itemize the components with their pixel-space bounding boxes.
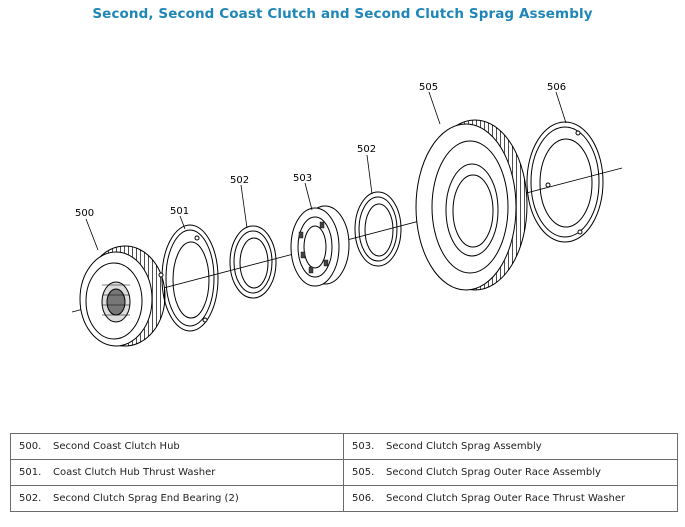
leader-lines [85, 91, 567, 251]
part-502-end-bearing-left [229, 225, 277, 299]
part-506-outer-race-thrust-washer [526, 121, 604, 243]
legend-label: Second Clutch Sprag End Bearing (2) [53, 493, 239, 504]
legend-number: 502. [19, 493, 42, 504]
legend-number: 506. [352, 493, 375, 504]
legend-label: Second Clutch Sprag Outer Race Assembly [386, 467, 601, 478]
legend-cell: 505. Second Clutch Sprag Outer Race Assem… [343, 459, 678, 486]
legend-cell: 506. Second Clutch Sprag Outer Race Thrus… [343, 485, 678, 512]
legend-number: 505. [352, 467, 375, 478]
parts-legend-table: 500. Second Coast Clutch Hub 503. Second C… [10, 433, 678, 512]
legend-cell: 501. Coast Clutch Hub Thrust Washer [10, 459, 344, 486]
legend-label: Second Clutch Sprag Assembly [386, 441, 542, 452]
part-503-sprag-assembly [290, 205, 350, 287]
callout-502-right: 502 [357, 144, 376, 155]
callout-503: 503 [293, 173, 312, 184]
diagram-title: Second, Second Coast Clutch and Second C… [92, 6, 593, 22]
legend-label: Second Clutch Sprag Outer Race Thrust Wa… [386, 493, 626, 504]
callout-500: 500 [75, 208, 94, 219]
legend-row: 501. Coast Clutch Hub Thrust Washer 505. S… [10, 459, 678, 486]
callout-502-left: 502 [230, 175, 249, 186]
legend-number: 503. [352, 441, 375, 452]
exploded-view-diagram: 500 501 502 503 502 505 506 [71, 82, 623, 347]
part-500-coast-clutch-hub [79, 245, 166, 347]
legend-cell: 502. Second Clutch Sprag End Bearing (2) [10, 485, 344, 512]
legend-number: 500. [19, 441, 42, 452]
part-501-thrust-washer [158, 224, 219, 332]
legend-cell: 500. Second Coast Clutch Hub [10, 433, 344, 460]
legend-row: 500. Second Coast Clutch Hub 503. Second C… [10, 433, 678, 460]
legend-number: 501. [19, 467, 42, 478]
callout-506: 506 [547, 82, 566, 93]
legend-cell: 503. Second Clutch Sprag Assembly [343, 433, 678, 460]
legend-label: Second Coast Clutch Hub [53, 441, 180, 452]
legend-row: 502.Second Clutch Sprag End Bearing (2) … [10, 485, 678, 512]
part-502-end-bearing-right [354, 191, 402, 267]
callout-501: 501 [170, 206, 189, 217]
part-505-outer-race-assembly [415, 119, 528, 291]
legend-label: Coast Clutch Hub Thrust Washer [53, 467, 216, 478]
callout-505: 505 [419, 82, 438, 93]
